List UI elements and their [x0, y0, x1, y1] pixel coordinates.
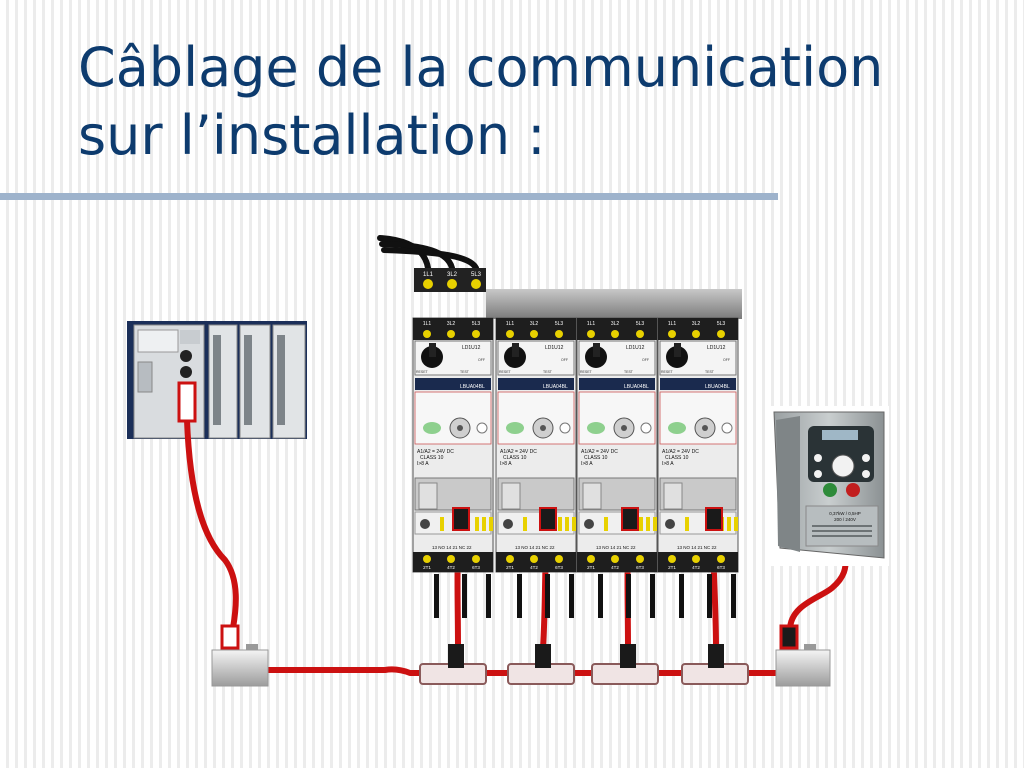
contactor-icon [495, 317, 577, 619]
starter-top-terminal-3: 5L3 [472, 321, 481, 327]
slide-title-line-1: Câblage de la communication [78, 36, 884, 99]
starter-breaker-label: LD1U12 [462, 345, 481, 351]
power-terminal-screw [423, 279, 433, 289]
starter-reset-label: RESET [416, 370, 429, 374]
power-terminal-1: 1L1 [423, 272, 434, 278]
contactor-icon: 1L1 3L2 5L3 LD1U12 RESET TEST OFF LBUA04… [412, 317, 494, 618]
title-divider [0, 193, 778, 200]
starter-test-label: TEST [460, 370, 470, 374]
starter-top-terminal-1: 1L1 [423, 321, 432, 327]
power-terminal-2: 3L2 [447, 272, 458, 278]
plc-icon [127, 321, 307, 439]
tap-junction-icon [591, 644, 659, 685]
starter-bottom-terminal-2: 4T2 [447, 565, 455, 570]
starter-control-unit: LBUA04BL [460, 384, 485, 390]
drive-model: 0,37kW / 0,5HP [829, 511, 861, 516]
slide-title: Câblage de la communication sur l’instal… [78, 34, 1018, 170]
starter-off-label: OFF [478, 358, 485, 362]
starter-aux-line: 13 NO 14 21 NC 22 [432, 545, 472, 550]
terminator-icon [775, 624, 831, 687]
tap-junction-icon [419, 644, 487, 685]
starter-bottom-terminal-1: 2T1 [423, 565, 431, 570]
starter-top-terminal-2: 3L2 [447, 321, 456, 327]
starter-coil-line: A1/A2 = 24V DC [417, 449, 454, 455]
power-cables [377, 235, 479, 271]
terminator-icon [211, 624, 269, 687]
plc-connector [177, 381, 197, 423]
power-terminal-screw [447, 279, 457, 289]
starter-class-line: CLASS 10 [420, 455, 444, 461]
slide-title-line-2: sur l’installation : [78, 104, 546, 167]
starter-current-line: I>8 A [417, 461, 429, 467]
power-terminal-3: 5L3 [471, 272, 482, 278]
tap-junction-icon [681, 644, 749, 685]
tap-junction-icon [507, 644, 575, 685]
power-terminal-screw [471, 279, 481, 289]
power-block: 1L1 3L2 5L3 [414, 268, 742, 319]
contactor-icon [576, 317, 658, 619]
drive-voltage: 200 / 240V [834, 517, 856, 522]
drive-icon: 0,37kW / 0,5HP 200 / 240V [769, 406, 889, 566]
contactor-icon [657, 317, 739, 619]
starter-bus-connectors [452, 507, 723, 531]
starter-bottom-terminal-3: 6T3 [472, 565, 480, 570]
